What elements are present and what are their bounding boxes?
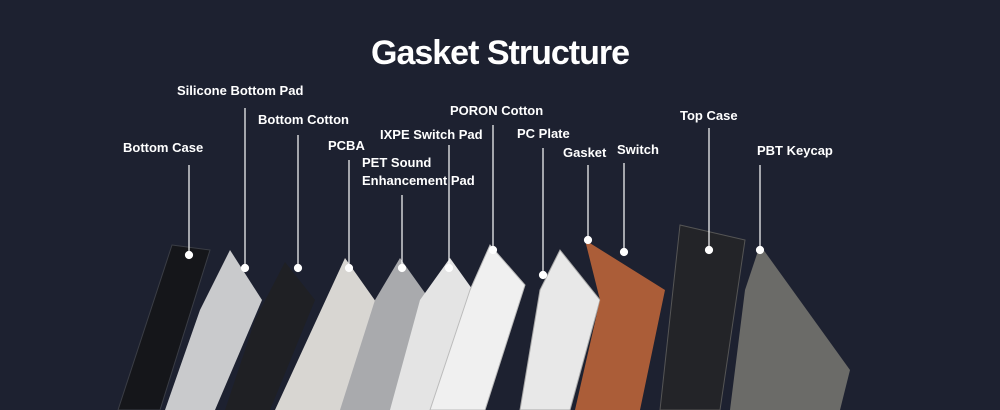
label-bottom-case: Bottom Case <box>123 140 204 155</box>
label-pc-plate: PC Plate <box>517 126 570 141</box>
label-pbt-keycap: PBT Keycap <box>757 143 833 158</box>
layer-poron-cotton <box>429 244 526 410</box>
label-switch: Switch <box>617 142 659 157</box>
callout-lines <box>184 108 765 280</box>
label-silicone-bottom-pad: Silicone Bottom Pad <box>177 83 304 98</box>
layer-silicone-bottom-pad <box>165 250 262 410</box>
label-poron-cotton: PORON Cotton <box>450 103 544 118</box>
label-pet-line1: PET Sound <box>362 155 432 170</box>
label-top-case: Top Case <box>680 108 738 123</box>
layer-bottom-cotton <box>225 262 315 410</box>
label-bottom-cotton: Bottom Cotton <box>258 112 349 127</box>
label-pet-line2: Enhancement Pad <box>362 173 475 188</box>
layer-top-case <box>659 224 746 410</box>
layer-pc-plate <box>519 249 601 410</box>
layer-gasket-switches <box>575 240 665 410</box>
label-pcba: PCBA <box>328 138 365 153</box>
layer-pbt-keycap <box>730 245 850 410</box>
layer-ixpe-pad <box>390 258 480 410</box>
page-title: Gasket Structure <box>371 34 630 72</box>
label-gasket: Gasket <box>563 145 607 160</box>
layer-bottom-case <box>117 244 211 410</box>
label-ixpe-switch-pad: IXPE Switch Pad <box>380 127 483 142</box>
